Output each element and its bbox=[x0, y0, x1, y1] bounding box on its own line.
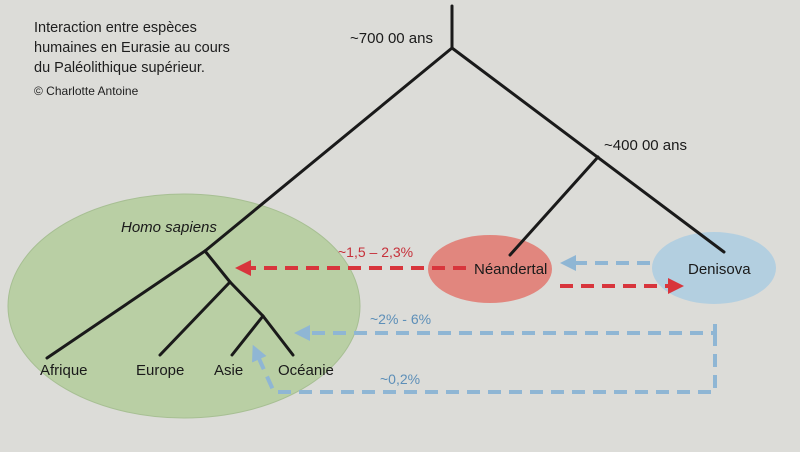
neandertal-label: Néandertal bbox=[474, 261, 547, 278]
branch-to-asie bbox=[230, 314, 265, 357]
homo-sapiens-ellipse bbox=[7, 193, 361, 419]
asia-oceania-branch bbox=[228, 280, 265, 318]
homo-sapiens-label: Homo sapiens bbox=[121, 219, 217, 236]
phylogenetic-tree bbox=[45, 4, 726, 360]
branch-to-neandertal bbox=[508, 155, 600, 257]
root-time-label: ~700 00 ans bbox=[350, 30, 433, 47]
split-time-label: ~400 00 ans bbox=[604, 137, 687, 154]
title-line-3: du Paléolithique supérieur. bbox=[34, 60, 205, 76]
title-line-1: Interaction entre espèces bbox=[34, 20, 197, 36]
denisova-to-oceania-arrow bbox=[294, 324, 717, 341]
branch-to-afrique bbox=[45, 249, 207, 360]
neandertal-ellipse bbox=[428, 235, 552, 303]
denisova-asia-flow-percent: ~0,2% bbox=[380, 371, 420, 387]
sapiens-inner-branch bbox=[203, 249, 232, 284]
leaf-oceanie: Océanie bbox=[278, 362, 334, 379]
leaf-europe: Europe bbox=[136, 362, 184, 379]
neandertal-flow-percent: ~1,5 – 2,3% bbox=[338, 244, 413, 260]
credit-text: © Charlotte Antoine bbox=[34, 84, 139, 98]
branch-to-archaic bbox=[450, 46, 726, 254]
branch-to-oceanie bbox=[261, 314, 295, 357]
branch-to-europe bbox=[158, 280, 232, 357]
denisova-to-asia-arrow bbox=[251, 333, 717, 394]
leaf-afrique: Afrique bbox=[40, 362, 88, 379]
leaf-asie: Asie bbox=[214, 362, 243, 379]
branch-to-sapiens bbox=[203, 46, 454, 253]
denisova-label: Denisova bbox=[688, 261, 751, 278]
denisova-oceania-flow-percent: ~2% - 6% bbox=[370, 311, 431, 327]
title-line-2: humaines en Eurasie au cours bbox=[34, 40, 230, 56]
